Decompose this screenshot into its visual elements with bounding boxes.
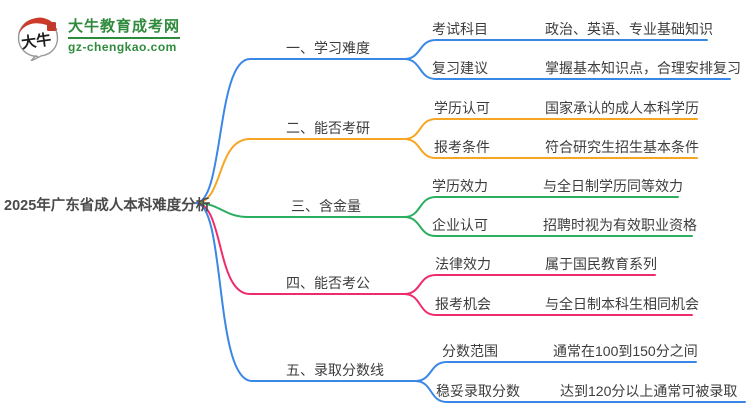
branch-5-label: 五、录取分数线 [286, 362, 384, 378]
logo-divider [68, 37, 181, 39]
subtopic-label: 学历效力 [432, 178, 488, 194]
branch-5-lines [195, 202, 746, 403]
site-url: gz-chengkao.com [68, 40, 177, 54]
subtopic-label: 报考机会 [435, 296, 491, 312]
central-topic: 2025年广东省成人本科难度分析 [4, 198, 211, 214]
subtopic-label: 分数范围 [442, 343, 498, 359]
subtopic-label: 稳妥录取分数 [436, 383, 520, 399]
subtopic-label: 学历认可 [434, 100, 490, 116]
subtopic-value: 与全日制学历同等效力 [543, 178, 683, 194]
site-name: 大牛教育成考网 [68, 18, 181, 35]
subtopic-label: 复习建议 [432, 60, 488, 76]
subtopic-value: 掌握基本知识点，合理安排复习 [545, 60, 741, 76]
subtopic-value: 通常在100到150分之间 [553, 343, 698, 359]
subtopic-label: 企业认可 [432, 217, 488, 233]
branch-2-label: 二、能否考研 [286, 120, 370, 136]
subtopic-value: 属于国民教育系列 [545, 256, 657, 272]
subtopic-value: 招聘时视为有效职业资格 [543, 217, 697, 233]
site-logo: 大牛 大牛教育成考网 gz-chengkao.com [14, 11, 181, 61]
logo-text-block: 大牛教育成考网 gz-chengkao.com [68, 18, 181, 54]
subtopic-value: 达到120分以上通常可被录取 [560, 383, 738, 399]
branch-3-lines [195, 196, 693, 237]
subtopic-value: 与全日制本科生相同机会 [545, 296, 699, 312]
branch-3-label: 三、含金量 [291, 198, 361, 214]
branch-1-lines [195, 39, 731, 204]
branch-4-lines [195, 202, 693, 316]
subtopic-label: 报考条件 [434, 139, 490, 155]
branch-2-lines [195, 118, 698, 204]
subtopic-value: 符合研究生招生基本条件 [545, 139, 699, 155]
branch-1-label: 一、学习难度 [286, 40, 370, 56]
daniu-logo-icon: 大牛 [17, 17, 59, 61]
subtopic-label: 法律效力 [435, 256, 491, 272]
subtopic-label: 考试科目 [432, 21, 488, 37]
subtopic-value: 政治、英语、专业基础知识 [545, 21, 713, 37]
branch-4-label: 四、能否考公 [286, 275, 370, 291]
logo-icon-text: 大牛 [20, 30, 52, 52]
subtopic-value: 国家承认的成人本科学历 [545, 100, 699, 116]
